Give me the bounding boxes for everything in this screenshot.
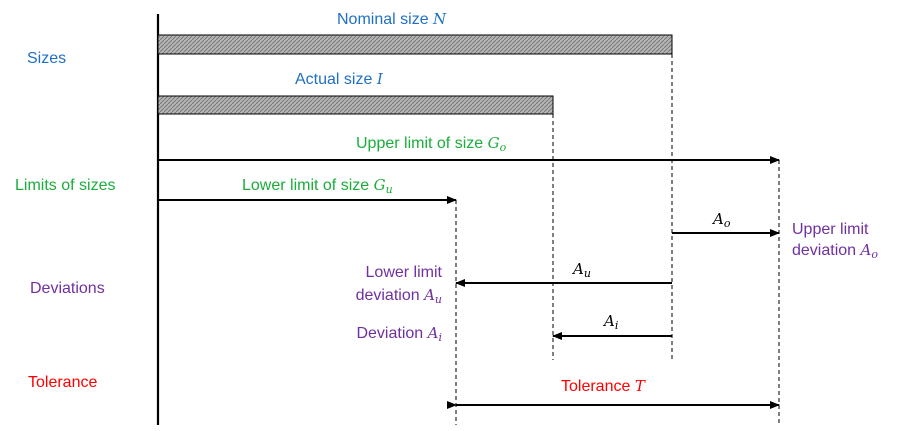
lower-limit-text: Lower limit of size [242, 177, 370, 194]
category-limits: Limits of sizes [15, 177, 116, 194]
upper-limit-text: Upper limit of size [356, 135, 484, 152]
actual-deviation-text: Deviation Ai [356, 324, 442, 344]
tolerance-label: Tolerance T [561, 376, 645, 397]
upper-deviation-arrow-label: Ao [713, 209, 730, 234]
tolerance-text: Tolerance [561, 378, 631, 395]
lower-limit-symbol: G [373, 176, 386, 194]
upper-limit-subscript: o [499, 141, 507, 154]
category-sizes: Sizes [27, 50, 67, 67]
lower-deviation-text: Lower limit deviation Au [320, 262, 442, 311]
category-tolerance: Tolerance [28, 374, 98, 391]
tolerance-symbol: T [634, 377, 645, 395]
lower-deviation-arrow-label: Au [573, 259, 591, 284]
upper-deviation-line1: Upper limit [792, 221, 869, 238]
nominal-size-text: Nominal size [337, 11, 429, 28]
nominal-size-bar [157, 34, 673, 55]
upper-limit-symbol: G [487, 134, 500, 152]
lower-limit-subscript: u [385, 183, 393, 196]
upper-deviation-line2: deviation Ao [792, 241, 878, 261]
actual-size-label: Actual size I [295, 69, 383, 90]
actual-size-bar [157, 95, 554, 115]
lower-deviation-arrow-subscript: u [583, 267, 591, 280]
lower-deviation-line1: Lower limit [365, 264, 442, 281]
actual-deviation-arrow-symbol: A [604, 312, 615, 330]
actual-size-symbol: I [376, 70, 383, 88]
lower-deviation-arrow-symbol: A [573, 260, 584, 278]
lower-deviation-line2: deviation Au [355, 286, 442, 306]
upper-deviation-arrow-subscript: o [723, 217, 731, 230]
actual-size-text: Actual size [295, 71, 373, 88]
nominal-size-symbol: N [433, 10, 447, 28]
category-deviations: Deviations [30, 280, 105, 297]
upper-deviation-text: Upper limit deviation Ao [792, 219, 878, 265]
lower-limit-label: Lower limit of size Gu [242, 175, 393, 200]
upper-deviation-arrow-symbol: A [713, 210, 724, 228]
upper-limit-label: Upper limit of size Go [356, 133, 506, 158]
nominal-size-label: Nominal size N [337, 9, 446, 30]
actual-deviation-arrow-subscript: i [614, 319, 619, 332]
actual-deviation-arrow-label: Ai [604, 311, 618, 336]
